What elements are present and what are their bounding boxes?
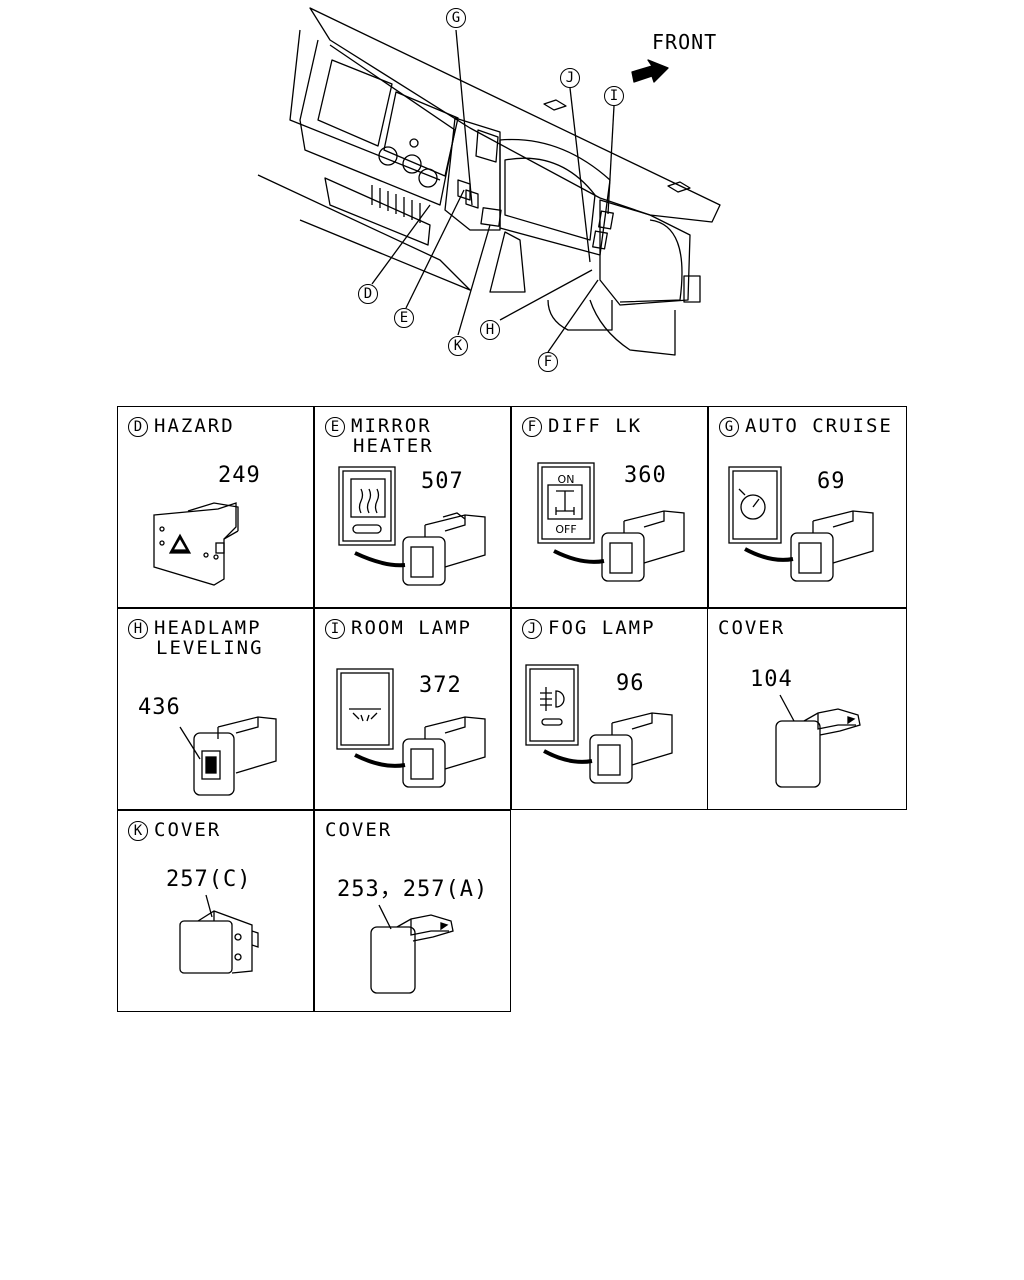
callout-i: I: [604, 86, 624, 106]
callout-letter: F: [522, 417, 542, 437]
callout-letter: I: [325, 619, 345, 639]
part-number: 436: [138, 695, 181, 720]
callout-letter: H: [128, 619, 148, 639]
callout-letter: D: [128, 417, 148, 437]
part-number: 249: [218, 463, 261, 488]
auto-cruise-switch-icon: [728, 466, 874, 582]
callout-h: H: [480, 320, 500, 340]
part-number: 257(C): [166, 867, 252, 892]
fog-lamp-switch-icon: [525, 664, 673, 784]
part-number: 372: [419, 673, 462, 698]
part-number: 96: [616, 671, 645, 696]
part-number: 253，257(A): [337, 877, 489, 902]
callout-k: K: [448, 336, 468, 356]
headlamp-leveling-switch-icon: [179, 716, 277, 796]
cover-a-part-icon: [370, 904, 454, 994]
cover-part-icon: [775, 694, 861, 788]
cell-cover-a: COVER 253，257(A): [314, 810, 511, 1012]
callout-letter: K: [128, 821, 148, 841]
part-number: 104: [750, 667, 793, 692]
callout-d: D: [358, 284, 378, 304]
room-lamp-switch-icon: [336, 668, 486, 788]
callout-letter: E: [325, 417, 345, 437]
callout-letter: G: [719, 417, 739, 437]
cell-cover: COVER 104: [708, 608, 907, 810]
cover-k-part-icon: [179, 894, 259, 974]
diff-off-label: OFF: [555, 523, 576, 536]
part-number: 360: [624, 463, 667, 488]
hazard-switch-icon: [153, 502, 239, 586]
callout-f: F: [538, 352, 558, 372]
diff-on-label: ON: [558, 473, 575, 486]
front-label: FRONT: [652, 30, 718, 54]
callout-g: G: [446, 8, 466, 28]
callout-letter: J: [522, 619, 542, 639]
part-number: 507: [421, 469, 464, 494]
callout-j: J: [560, 68, 580, 88]
dashboard-overview: FRONT G J I D E K H F: [0, 0, 1024, 400]
cell-title: COVER: [325, 819, 393, 841]
mirror-heater-switch-icon: [338, 466, 486, 586]
cell-title: COVER: [718, 617, 786, 639]
dashboard-illustration: [257, 7, 721, 356]
callout-e: E: [394, 308, 414, 328]
diff-lock-switch-icon: ON OFF: [537, 462, 685, 582]
part-number: 69: [817, 469, 846, 494]
